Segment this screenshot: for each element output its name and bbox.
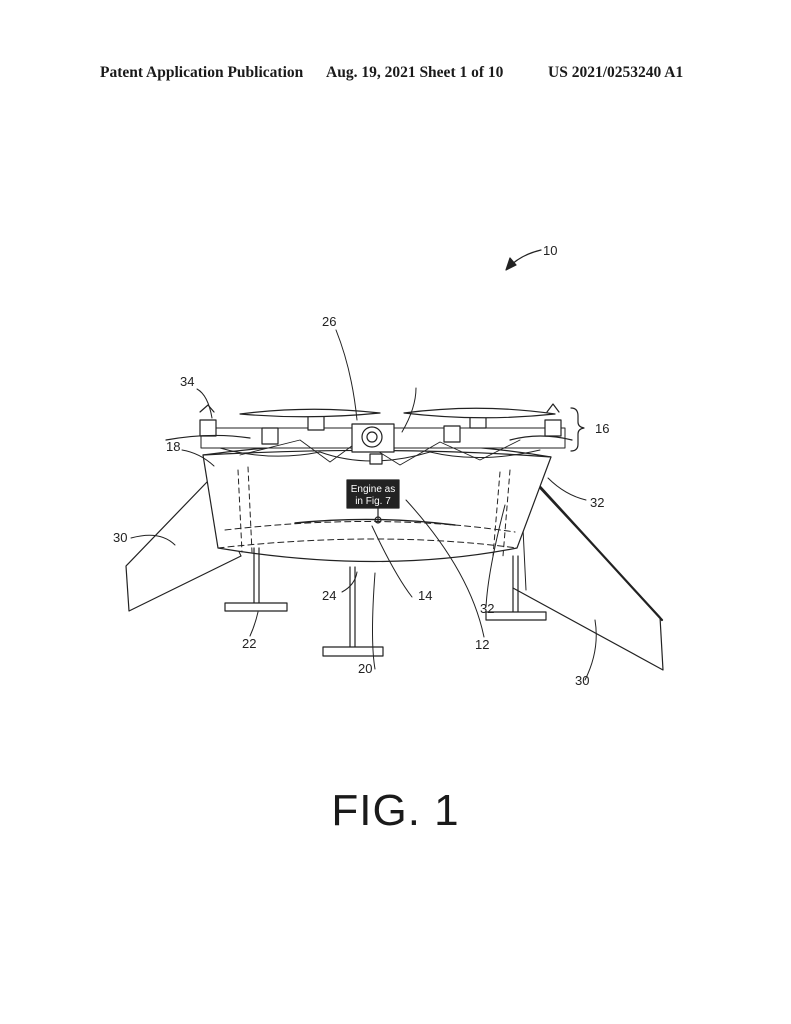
ref-12: 12 <box>475 637 489 652</box>
ref-14: 14 <box>418 588 432 603</box>
ref-20: 20 <box>358 661 372 676</box>
ref-10: 10 <box>543 243 557 258</box>
engine-label-line2: in Fig. 7 <box>355 496 391 507</box>
figure-label: FIG. 1 <box>0 786 791 836</box>
bracket-16 <box>571 408 584 451</box>
ref-30-right: 30 <box>575 673 589 688</box>
landing-gear <box>225 548 546 656</box>
ref-26: 26 <box>322 314 336 329</box>
ref-32-lower: 32 <box>480 601 494 616</box>
ref-18: 18 <box>166 439 180 454</box>
arrow-10 <box>506 250 541 270</box>
engine-label-line1: Engine as <box>351 484 395 495</box>
ref-24: 24 <box>322 588 336 603</box>
ref-22: 22 <box>242 636 256 651</box>
ref-34: 34 <box>180 374 194 389</box>
ref-32-upper: 32 <box>590 495 604 510</box>
ref-30-left: 30 <box>113 530 127 545</box>
ref-16: 16 <box>595 421 609 436</box>
